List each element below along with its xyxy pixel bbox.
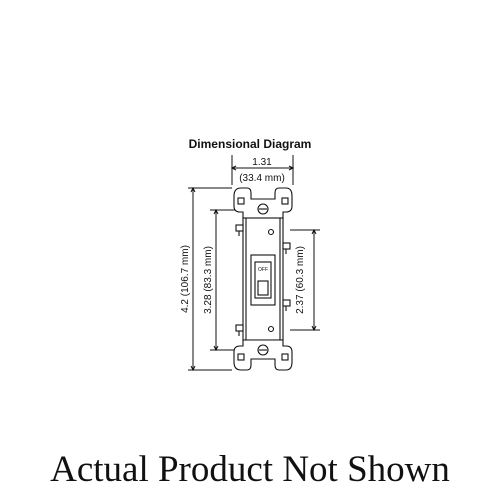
switch-drawing (233, 187, 293, 371)
width-label-mm: (33.4 mm) (239, 173, 285, 184)
width-dimension (230, 155, 295, 185)
product-notice: Actual Product Not Shown (50, 449, 450, 490)
top-mounting-strap (233, 187, 293, 219)
overall-height-dimension (188, 186, 232, 372)
width-label-in: 1.31 (252, 157, 272, 168)
diagram-title: Dimensional Diagram (188, 137, 312, 151)
terminal-screw-icon (235, 324, 244, 336)
terminal-height-dimension (290, 228, 320, 332)
terminal-screw-icon (282, 242, 291, 254)
toggle-off-label: OFF (258, 267, 268, 273)
terminal-screw-icon (282, 299, 291, 311)
terminal-height-label: 2.37 (60.3 mm) (295, 246, 306, 314)
terminal-screw-icon (235, 224, 244, 236)
mount-height-label: 3.28 (83.3 mm) (203, 246, 214, 314)
overall-height-label: 4.2 (106.7 mm) (180, 245, 191, 313)
